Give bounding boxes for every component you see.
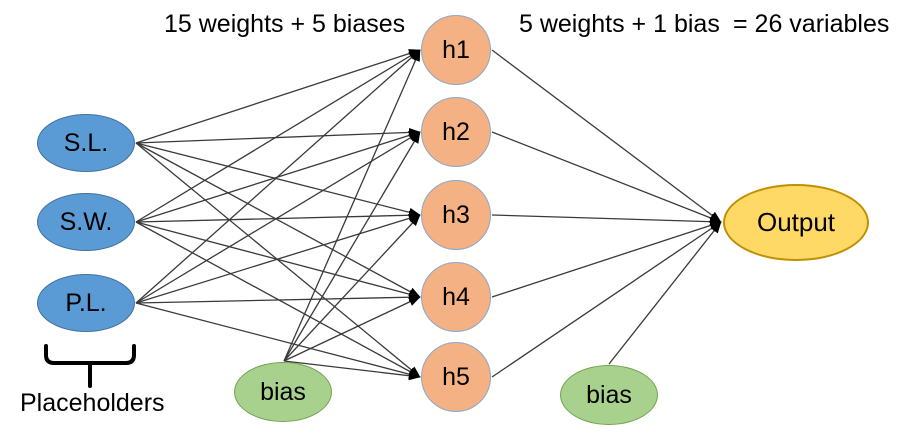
edge-bias1-h4 [283,296,421,362]
hidden-layer-params-label: 15 weights + 5 biases [164,10,406,38]
hidden-node-h2: h2 [421,97,491,167]
edge-h5-output [491,221,722,378]
edge-bias1-h5 [283,360,421,381]
hidden-node-h5-label: h5 [442,362,470,391]
edge-bias1-h2 [283,131,421,362]
edge-sw-h3 [135,210,421,223]
input-node-sw-label: S.W. [59,207,113,236]
input-node-sw: S.W. [37,193,135,251]
edge-h4-output [491,221,722,298]
placeholders-label: Placeholders [20,389,165,417]
hidden-node-h4-label: h4 [442,282,470,311]
edge-h1-output [491,49,722,223]
edge-pl-h4 [135,292,421,304]
edge-bias2-output [608,221,722,365]
hidden-node-h2-label: h2 [442,117,470,146]
edge-bias1-h1 [283,49,421,362]
edge-pl-h5 [135,302,421,379]
edge-sl-h4 [135,142,421,298]
hidden-node-h5: h5 [421,342,491,412]
edge-h3-output [491,214,722,227]
bias-node-hidden-layer-label: bias [260,377,306,406]
input-node-sl-label: S.L. [63,128,109,157]
input-node-sl: S.L. [37,114,135,172]
input-node-pl-label: P.L. [65,288,107,317]
bias-node-output-layer-label: bias [586,380,632,409]
edge-sl-h1 [135,49,421,144]
input-node-pl: P.L. [37,274,135,332]
output-node-label: Output [756,207,836,237]
placeholders-brace-icon [44,344,136,388]
total-variables-label: = 26 variables [733,10,890,38]
hidden-node-h3-label: h3 [442,200,470,229]
edge-pl-h3 [135,213,421,304]
output-node: Output [723,184,869,261]
hidden-node-h1: h1 [421,15,491,85]
edge-pl-h2 [135,131,421,304]
hidden-node-h3: h3 [421,180,491,250]
hidden-node-h1-label: h1 [442,35,470,64]
edge-pl-h1 [135,49,421,304]
bias-node-output-layer: bias [560,365,658,425]
edge-h2-output [491,131,722,223]
edge-sl-h2 [135,127,421,144]
edge-bias1-h3 [283,214,421,362]
output-layer-params-label: 5 weights + 1 bias [519,10,720,38]
edge-sl-h3 [135,142,421,217]
bias-node-hidden-layer: bias [234,362,332,422]
edge-sw-h1 [135,49,421,223]
hidden-node-h4: h4 [421,262,491,332]
